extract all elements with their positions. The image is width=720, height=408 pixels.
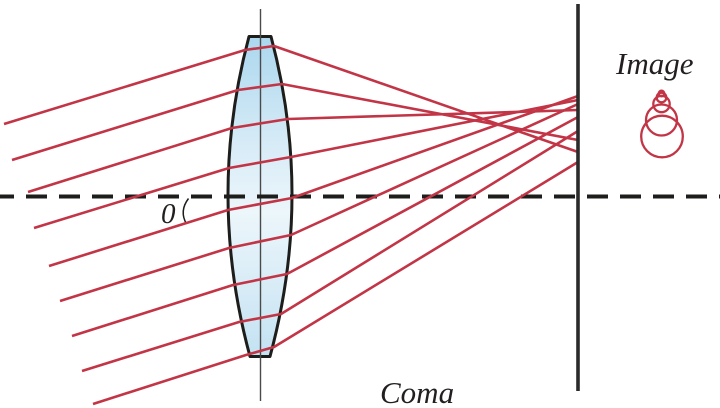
light-ray [81, 129, 579, 373]
coma-spot-diagram [640, 89, 684, 159]
coma-label: Coma [380, 375, 454, 408]
angle-arc-mark [182, 198, 190, 225]
angle-arc [182, 198, 190, 225]
light-ray [48, 94, 579, 268]
coma-spot-circle [644, 103, 679, 137]
light-ray [33, 98, 579, 230]
image-label: Image [615, 46, 694, 81]
coma-spot-circle [640, 114, 684, 159]
light-ray [3, 44, 579, 154]
light-ray [92, 160, 579, 406]
light-ray [27, 108, 579, 194]
angle-theta-label: 0 [161, 198, 176, 230]
light-ray [59, 102, 579, 303]
coma-spot-circle [652, 94, 671, 114]
light-ray [71, 115, 579, 338]
light-ray [11, 82, 579, 162]
light-rays [3, 44, 579, 406]
